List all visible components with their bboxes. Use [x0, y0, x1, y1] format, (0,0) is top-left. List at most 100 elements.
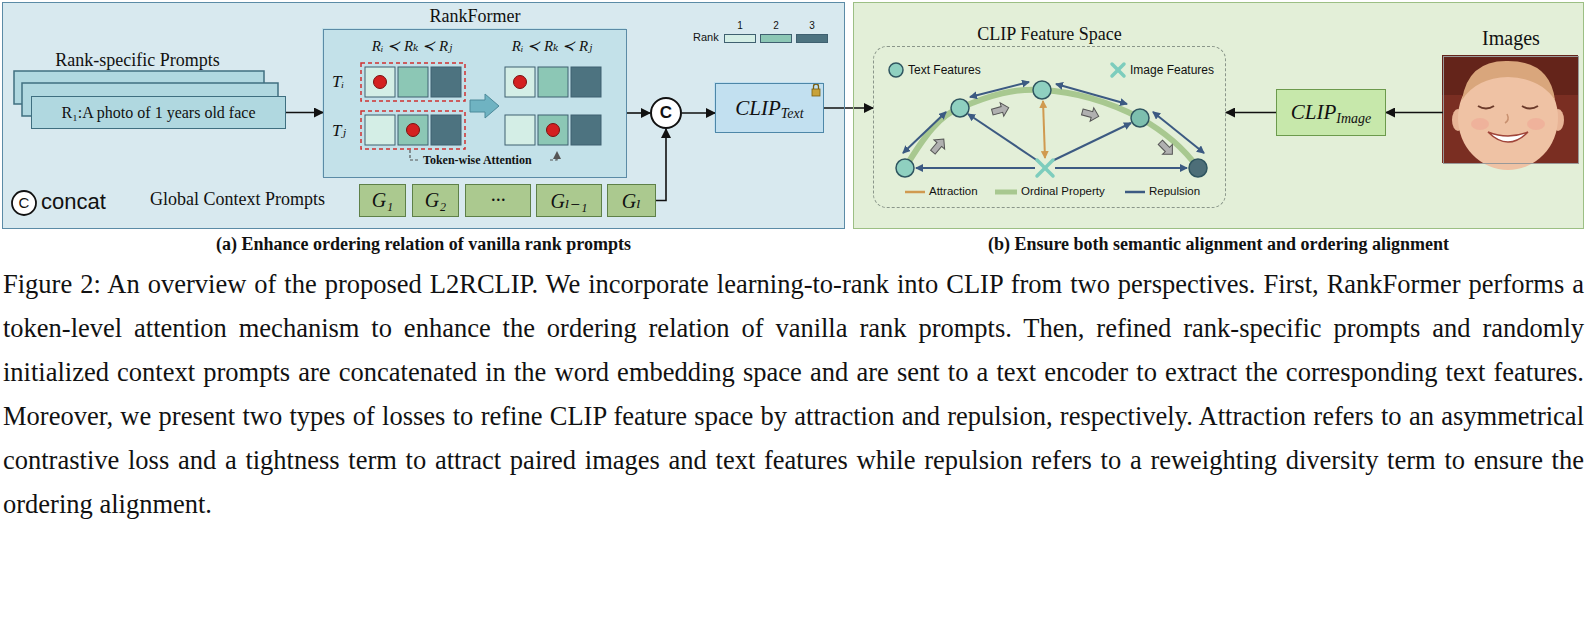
query-dot [374, 76, 387, 89]
image-input: Images [1443, 56, 1579, 164]
node-label: (a) Enhance ordering relation of vanilla… [3, 234, 844, 255]
token [571, 115, 601, 145]
attention-name: Token-wise Attention [423, 153, 532, 168]
token-row-name: Tⱼ [332, 120, 346, 141]
node-label: R₁:A photo of 1 years old face [62, 104, 256, 122]
repulsion-line [1052, 123, 1131, 161]
legend-sample [905, 191, 925, 194]
flow-arrow [656, 129, 666, 201]
face-photo [1478, 106, 1538, 109]
context-prompt: Gₗ [607, 184, 656, 217]
concat-node: C [650, 97, 682, 129]
text-feature [951, 99, 969, 117]
order-relation: Rᵢ ≺ Rₖ ≺ Rⱼ [500, 37, 604, 55]
context-prompt: G₂ [412, 184, 459, 217]
legend-swatch [760, 34, 792, 43]
refine-arrow [470, 94, 499, 118]
node-label: CLIP [1291, 100, 1337, 125]
panel-fill [853, 2, 1584, 229]
node-label: RankFormer [324, 6, 626, 27]
face-photo [1527, 118, 1545, 130]
attention-group [361, 63, 465, 149]
token [365, 115, 395, 145]
attention-bracket [410, 150, 418, 160]
image-feature [1112, 64, 1124, 76]
repulsion-line [1056, 84, 1127, 104]
repulsion-line [1055, 167, 1187, 169]
context-prompt: Gₗ₋₁ [536, 184, 602, 217]
token [431, 67, 461, 97]
panel-fill [2, 2, 845, 229]
image-feature [1037, 160, 1053, 176]
legend-label: Ordinal Property [1021, 185, 1105, 197]
legend-label: 3 [796, 20, 828, 31]
text-feature [889, 63, 1207, 177]
face-photo [1488, 132, 1528, 142]
token [538, 115, 568, 145]
face-photo [1442, 55, 1578, 170]
attention-group [361, 111, 465, 149]
panel-fill [2, 2, 1584, 229]
legend-swatch [724, 34, 756, 43]
legend-title: Rank [693, 31, 719, 43]
token [505, 67, 535, 97]
attraction-line [1043, 101, 1045, 158]
text-feature [1189, 159, 1207, 177]
image-encoder-box: CLIPImage [1276, 89, 1386, 136]
concat-symbol-letter: C [12, 194, 36, 211]
attention-group [361, 63, 465, 101]
flow-arrow [1226, 112, 1276, 114]
text-feature [1033, 81, 1051, 99]
node-label: G₂ [425, 189, 446, 212]
token [398, 115, 428, 145]
order-arrow [927, 135, 949, 157]
legend-label: Attraction [929, 185, 978, 197]
token-row-name: Tᵢ [332, 72, 344, 92]
flow-arrow [1386, 112, 1443, 114]
order-relation: Rᵢ ≺ Rₖ ≺ Rⱼ [360, 37, 464, 55]
context-prompt: ··· [465, 184, 531, 217]
query-dot [514, 76, 527, 89]
node-label: CLIP [735, 96, 781, 121]
token [398, 67, 428, 97]
text-feature [896, 159, 914, 177]
token [365, 67, 395, 97]
group-name: Global Context Prompts [150, 189, 325, 210]
image-feature [1037, 64, 1124, 176]
token [571, 67, 601, 97]
legend-label: Image Features [1130, 63, 1214, 77]
node-label: C [660, 103, 672, 123]
text-feature [889, 63, 903, 77]
order-arrow [1155, 137, 1177, 159]
order-arrow [1080, 105, 1100, 123]
legend-label: 2 [760, 20, 792, 31]
context-prompt: G₁ [359, 184, 406, 217]
text-feature [1131, 109, 1149, 127]
face-photo [1471, 118, 1489, 130]
node-label: (b) Ensure both semantic alignment and o… [854, 234, 1583, 255]
rankformer-fill [322, 28, 626, 177]
face-photo [1462, 61, 1555, 100]
node-label: Rank-specific Prompts [10, 50, 265, 71]
legend-sample [1125, 191, 1145, 194]
token [505, 115, 535, 145]
flow-arrow [627, 112, 650, 114]
repulsion-line [903, 82, 1204, 168]
repulsion-line [970, 82, 1029, 97]
lock-icon [812, 89, 820, 96]
concat-symbol [12, 191, 36, 215]
query-dot [547, 124, 560, 137]
repulsion-line [916, 167, 1035, 169]
prompt-box: Rank-specific PromptsR₁:A photo of 1 yea… [31, 96, 286, 129]
node-label: CLIP Feature Space [874, 24, 1225, 45]
node-label: Images [1444, 27, 1578, 50]
face-photo [1505, 114, 1508, 123]
legend-label: 1 [724, 20, 756, 31]
node-label: Gₗ [622, 189, 641, 213]
attention-bracket [550, 152, 557, 160]
order-arrow [990, 101, 1010, 119]
legend-label: Repulsion [1149, 185, 1200, 197]
text-encoder-fill [714, 82, 823, 132]
flow-arrow [824, 107, 873, 109]
node-label: Text [781, 106, 804, 122]
